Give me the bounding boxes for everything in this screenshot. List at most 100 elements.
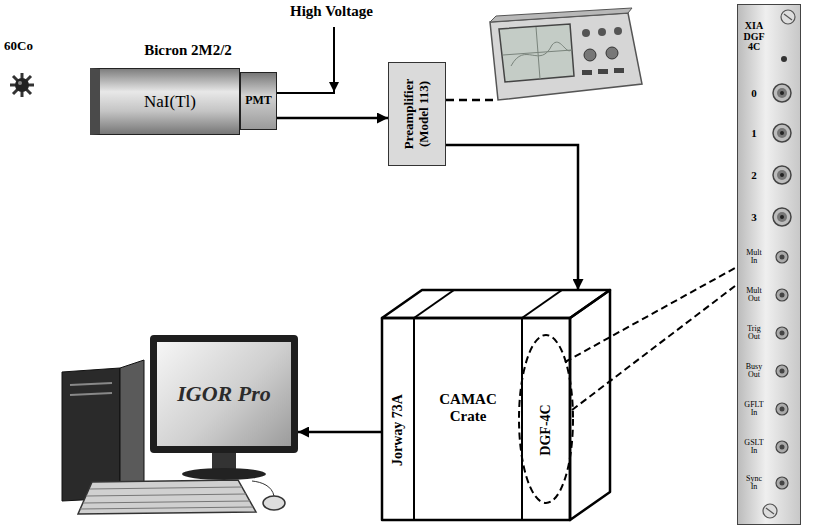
module-label: Jorway 73A xyxy=(390,335,406,525)
tower-drive xyxy=(70,383,112,385)
lemo-connector xyxy=(776,251,788,263)
connector-pin xyxy=(780,255,785,260)
port-name: Busy Out xyxy=(744,363,764,379)
connector-pin xyxy=(780,91,784,95)
scope-top xyxy=(490,8,632,22)
connector-pin xyxy=(780,481,785,486)
preamplifier-box: Preamplifier (Model 113) xyxy=(388,62,446,166)
panel-screw xyxy=(781,10,795,24)
oscilloscope xyxy=(490,8,642,100)
connector-ring xyxy=(776,365,788,377)
panel-screw xyxy=(763,504,777,518)
crate-slot-line xyxy=(522,290,562,318)
pmt-label: PMT xyxy=(245,94,272,108)
mouse-cable xyxy=(252,481,274,496)
scope-button xyxy=(582,70,592,75)
connector-body xyxy=(777,88,787,98)
signal-arrow xyxy=(277,117,388,120)
port-name: Sync In xyxy=(744,475,764,491)
detector-crystal: Bicron 2M2/2NaI(Tl) xyxy=(90,68,240,135)
monitor-neck xyxy=(212,452,236,470)
connector-body xyxy=(777,128,787,138)
camac-crate: Jorway 73A DGF-4C CAMAC Crate xyxy=(382,290,610,521)
port-name: Trig Out xyxy=(744,325,764,341)
connector-ring xyxy=(776,327,788,339)
crate-module-slot: Jorway 73A xyxy=(382,318,414,520)
connector-pin xyxy=(780,407,785,412)
connector-ring xyxy=(773,208,791,226)
module-model: XIA DGF 4C xyxy=(741,21,767,53)
port-name: GSLT In xyxy=(744,439,764,455)
screw-head xyxy=(781,10,795,24)
connector-ring xyxy=(776,441,788,453)
high-voltage-wire xyxy=(276,92,335,94)
connector-pin xyxy=(780,293,785,298)
connector-body xyxy=(777,170,787,180)
mouse xyxy=(263,496,285,510)
scope-trace xyxy=(503,27,572,79)
status-led xyxy=(781,56,787,62)
screw-slot xyxy=(766,508,774,514)
bnc-connector xyxy=(773,84,791,102)
scope-screen xyxy=(499,24,574,82)
connector-ring xyxy=(776,403,788,415)
crate-slot-line xyxy=(414,290,454,318)
monitor-base xyxy=(182,468,266,480)
scope-knob xyxy=(598,28,606,36)
source-highlight xyxy=(18,81,22,85)
source-core xyxy=(15,78,29,92)
signal-arrow xyxy=(298,431,382,434)
high-voltage-arrow xyxy=(333,27,335,92)
channel-number: 2 xyxy=(751,169,757,182)
channel-number: 0 xyxy=(751,87,757,100)
crate-slot-line xyxy=(413,318,415,520)
connector-ring xyxy=(776,251,788,263)
preamplifier-label: Preamplifier (Model 113) xyxy=(402,66,432,162)
crystal-label: NaI(Tl) xyxy=(144,92,196,112)
port-name: Mult In xyxy=(744,249,764,265)
computer-monitor: IGOR Pro xyxy=(150,335,298,453)
isotope-label: 60Co xyxy=(4,38,33,54)
high-voltage-label: High Voltage xyxy=(290,3,373,20)
screw-slot xyxy=(784,14,792,20)
lemo-connector xyxy=(776,289,788,301)
dgf-module-panel: XIA DGF 4C0123Mult InMult OutTrig OutBus… xyxy=(737,4,801,525)
connector-ring xyxy=(773,84,791,102)
scope-button xyxy=(614,68,624,73)
scope-body xyxy=(490,13,642,100)
software-name: IGOR Pro xyxy=(177,381,271,406)
channel-number: 1 xyxy=(751,127,757,140)
scope-knob xyxy=(582,29,590,37)
channel-number: 3 xyxy=(751,211,757,224)
zoom-leader-line xyxy=(565,268,735,362)
scope-button xyxy=(598,69,608,74)
scope-knob xyxy=(614,27,622,35)
connector-pin xyxy=(780,331,785,336)
crate-module-slot: DGF-4C xyxy=(522,318,570,520)
port-name: GFLT In xyxy=(744,401,764,417)
bnc-connector xyxy=(773,166,791,184)
detector-model: Bicron 2M2/2 xyxy=(144,42,232,59)
lemo-connector xyxy=(776,403,788,415)
scope-knob xyxy=(584,49,596,61)
keyboard xyxy=(78,480,256,514)
module-label: DGF-4C xyxy=(538,335,554,525)
cobalt-source xyxy=(10,73,34,97)
tower-drive xyxy=(70,393,112,395)
scope-probe-line xyxy=(446,99,497,102)
crate-label: CAMAC Crate xyxy=(428,391,508,426)
lemo-connector xyxy=(776,477,788,489)
signal-arrow xyxy=(446,145,578,290)
lemo-connector xyxy=(776,327,788,339)
connector-ring xyxy=(776,289,788,301)
connector-pin xyxy=(780,131,784,135)
connector-ring xyxy=(773,124,791,142)
connector-ring xyxy=(773,166,791,184)
pmt-box: PMT xyxy=(240,72,277,130)
lemo-connector xyxy=(776,441,788,453)
connector-pin xyxy=(780,369,785,374)
connector-pin xyxy=(780,173,784,177)
connector-pin xyxy=(780,445,785,450)
